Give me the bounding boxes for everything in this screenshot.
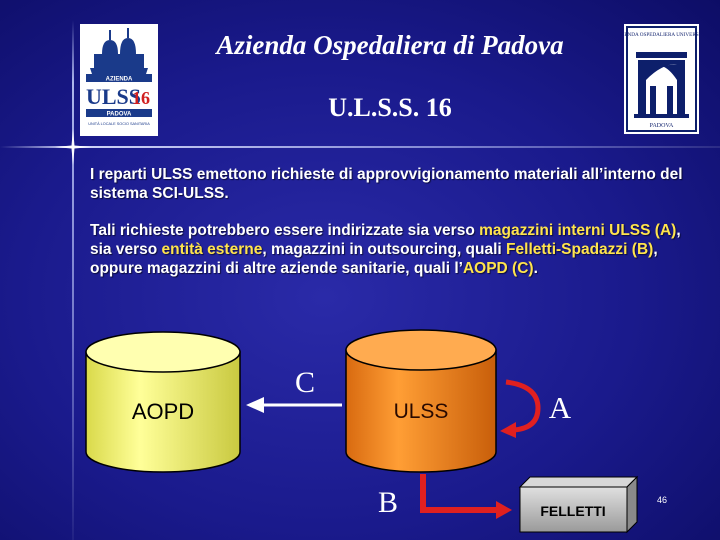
p2-text-c: , sia verso [90,222,681,258]
page-number: 46 [657,495,668,505]
p2-text-e: , magazzini in outsourcing, quali [262,241,507,258]
arrow-c [246,397,342,413]
page-subtitle: U.L.S.S. 16 [328,93,452,122]
paragraph-2: Tali richieste potrebbero essere indiriz… [90,221,700,278]
label-c: C [295,366,315,399]
aopd-cylinder: AOPD [85,331,241,473]
p2-text-g: , oppure magazzini di altre aziende sani… [90,241,658,277]
p2-highlight-felletti: Felletti-Spadazzi (B) [506,241,654,258]
page-title: Azienda Ospedaliera di Padova [216,30,564,60]
logo-mark: ULSS [86,84,141,109]
arrow-a [500,379,541,438]
p2-highlight-magazzini: magazzini interni ULSS (A) [479,222,677,239]
logo-mark-number: 16 [132,88,150,108]
logo-line3: UNITÀ LOCALE SOCIO SANITARIA [88,122,150,126]
logo-right-bottom: PADOVA [650,123,674,129]
sparkle-icon [55,129,91,165]
azienda-ospedaliera-logo: AZIENDA OSPEDALIERA UNIVERSITÀ PADOVA [616,24,708,134]
logo-right-top: AZIENDA OSPEDALIERA UNIVERSITÀ [624,30,699,38]
label-b: B [378,486,398,519]
aopd-label: AOPD [132,399,194,424]
p2-text-i: . [533,260,538,277]
p2-highlight-entita: entità esterne [161,241,263,258]
label-a: A [549,390,572,425]
ulss-cylinder: ULSS [345,329,497,473]
p2-text-a: Tali richieste potrebbero essere indiriz… [90,222,480,239]
paragraph-1: I reparti ULSS emettono richieste di app… [90,166,683,202]
horizontal-divider [0,146,720,148]
logo-line2: PADOVA [107,112,132,118]
p2-highlight-aopd: AOPD (C) [462,260,534,277]
ulss-logo: AZIENDA ULSS 16 PADOVA UNITÀ LOCALE SOCI… [80,24,158,136]
ulss-label: ULSS [394,400,449,423]
felletti-box: FELLETTI [518,475,639,534]
logo-line1: AZIENDA [106,77,133,83]
felletti-label: FELLETTI [540,503,605,519]
vertical-divider [72,20,74,540]
arrow-b [420,474,512,519]
